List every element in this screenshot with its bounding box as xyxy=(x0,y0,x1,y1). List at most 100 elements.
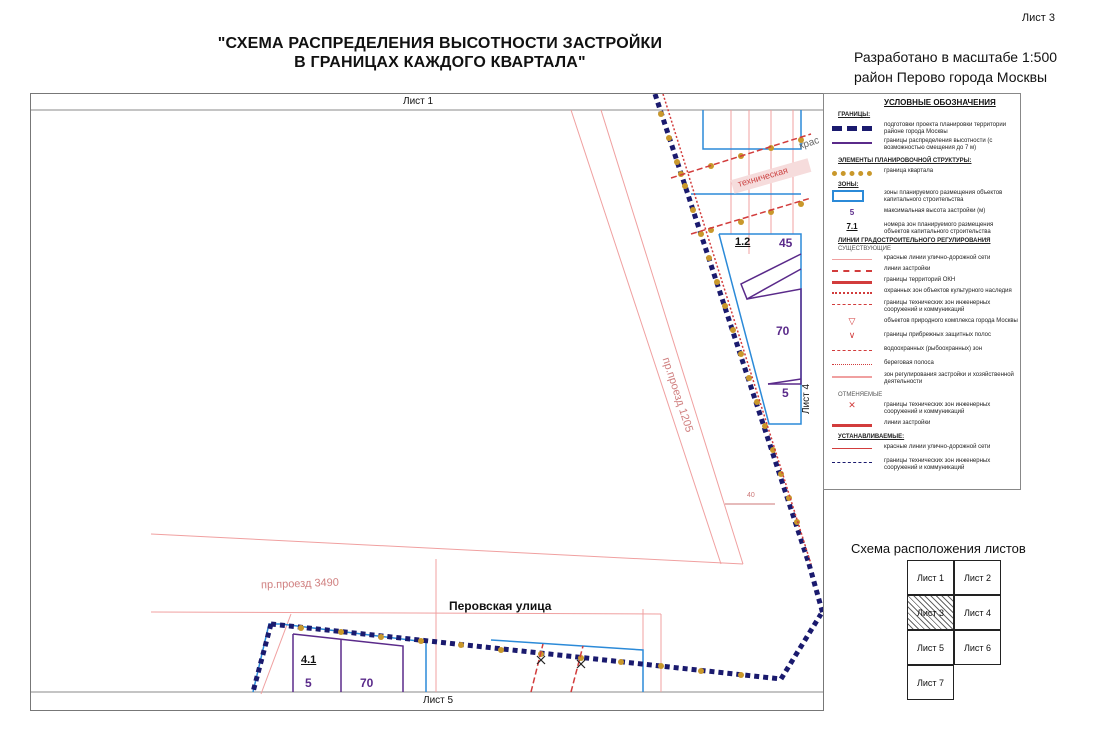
title-line-2: В ГРАНИЦАХ КАЖДОГО КВАРТАЛА" xyxy=(294,54,586,71)
right-sheet-label[interactable]: Лист 4 xyxy=(801,383,812,414)
scale-note: Разработано в масштабе 1:500 район Перов… xyxy=(854,47,1057,87)
legend-row-l8: водоохранных (рыбоохранных) зон xyxy=(824,346,1020,360)
legend-text-s1: красные линии улично-дорожной сети xyxy=(884,444,991,450)
max-height-symbol: 5 xyxy=(849,208,855,217)
regulation-zone-symbol xyxy=(832,376,872,378)
legend-text-l10: зон регулирования застройки и хозяйствен… xyxy=(884,372,1014,385)
sheet-number: Лист 3 xyxy=(1021,12,1055,24)
legend-row-block-border: граница квартала xyxy=(824,168,1020,182)
water-zone-symbol xyxy=(832,350,872,351)
legend-panel: УСЛОВНЫЕ ОБОЗНАЧЕНИЯ ГРАНИЦЫ: подготовки… xyxy=(823,93,1021,490)
zone-5-height: 5 xyxy=(782,386,789,400)
scale-line-1: Разработано в масштабе 1:500 xyxy=(854,49,1058,65)
zone-70-height: 70 xyxy=(776,324,790,338)
legend-row-l5: границы технических зон инженерных соору… xyxy=(824,300,1020,314)
legend-text-z1: зоны планируемого размещения объектов ка… xyxy=(884,190,1003,203)
legend-text-z2: максимальная высота застройки (м) xyxy=(884,208,986,214)
legend-sub-existing: СУЩЕСТВУЮЩИЕ xyxy=(838,246,891,252)
top-sheet-label[interactable]: Лист 1 xyxy=(403,96,434,107)
legend-section-lines: ЛИНИИ ГРАДОСТРОИТЕЛЬНОГО РЕГУЛИРОВАНИЯ xyxy=(838,238,991,244)
legend-row-l1: красные линии улично-дорожной сети xyxy=(824,255,1020,269)
bottom-sheet-label[interactable]: Лист 5 xyxy=(423,695,454,706)
legend-text-c1: границы технических зон инженерных соору… xyxy=(884,402,991,415)
legend-row-l4: охранных зон объектов культурного наслед… xyxy=(824,288,1020,302)
legend-text-l4: охранных зон объектов культурного наслед… xyxy=(884,288,1012,294)
key-cell-sheet-4[interactable]: Лист 4 xyxy=(954,595,1001,630)
legend-row-c1: ✕ границы технических зон инженерных соо… xyxy=(824,400,1020,416)
planning-border-symbol xyxy=(832,126,872,131)
new-tech-zone-symbol xyxy=(832,462,872,463)
legend-row-max-height: 5 максимальная высота застройки (м) xyxy=(824,208,1020,222)
legend-row-zone: зоны планируемого размещения объектов ка… xyxy=(824,190,1020,204)
nature-complex-symbol: ▽ xyxy=(848,316,856,326)
zone-1-2-id: 1.2 xyxy=(735,236,751,248)
protection-zone-symbol xyxy=(832,292,872,294)
legend-text-l3: границы территорий ОКН xyxy=(884,277,956,283)
legend-row-l10: зон регулирования застройки и хозяйствен… xyxy=(824,372,1020,386)
legend-section-borders: ГРАНИЦЫ: xyxy=(838,112,871,118)
legend-text-l1: красные линии улично-дорожной сети xyxy=(884,255,991,261)
legend-row-l7: ∨ границы прибрежных защитных полос xyxy=(824,330,1020,346)
map-drawing xyxy=(31,94,823,695)
block-boundary-dots xyxy=(298,111,804,678)
zone-1-2-height: 45 xyxy=(779,236,793,250)
key-cell-sheet-7[interactable]: Лист 7 xyxy=(907,665,954,700)
coastal-strip-symbol: ∨ xyxy=(848,330,856,340)
legend-text-l6: объектов природного комплекса города Мос… xyxy=(884,318,1018,324)
title-line-1: "СХЕМА РАСПРЕДЕЛЕНИЯ ВЫСОТНОСТИ ЗАСТРОЙК… xyxy=(217,35,663,52)
key-cell-sheet-2[interactable]: Лист 2 xyxy=(954,560,1001,595)
legend-row-l6: ▽ объектов природного комплекса города М… xyxy=(824,316,1020,332)
zone-4-1-height-a: 5 xyxy=(305,676,312,690)
legend-text-s2: границы технических зон инженерных соору… xyxy=(884,458,991,471)
okn-border-symbol xyxy=(832,281,872,284)
key-cell-sheet-6[interactable]: Лист 6 xyxy=(954,630,1001,665)
map-area[interactable]: Лист 1 Лист 5 Лист 4 Перовская улица пр.… xyxy=(30,93,824,711)
tech-zone-symbol xyxy=(832,304,872,305)
legend-text-l8: водоохранных (рыбоохранных) зон xyxy=(884,346,983,352)
dimension-label: 40 xyxy=(747,492,755,499)
legend-row-zone-number: 7.1 номера зон планируемого размещения о… xyxy=(824,222,1020,236)
cancelled-building-line-symbol xyxy=(832,424,872,427)
legend-text-l2: линии застройки xyxy=(884,266,931,272)
zone-4-1-id: 4.1 xyxy=(301,654,317,666)
legend-text-c2: линии застройки xyxy=(884,420,931,426)
scale-line-2: район Перово города Москвы xyxy=(854,69,1048,85)
key-cell-sheet-3[interactable]: Лист 3 xyxy=(907,595,954,630)
key-cell-sheet-1[interactable]: Лист 1 xyxy=(907,560,954,595)
legend-text-e1: граница квартала xyxy=(884,168,934,174)
zone-number-symbol: 7.1 xyxy=(846,222,858,231)
legend-row-s1: красные линии улично-дорожной сети xyxy=(824,444,1020,458)
building-lines xyxy=(530,94,812,693)
new-red-line-symbol xyxy=(832,448,872,449)
zone-4-1-height-b: 70 xyxy=(360,676,374,690)
legend-text-b2: границы распределения высотности (с возм… xyxy=(884,138,993,151)
legend-row-height-border: границы распределения высотности (с возм… xyxy=(824,138,1020,152)
legend-text-b1: подготовки проекта планировки территории… xyxy=(884,122,1007,135)
red-line-symbol xyxy=(832,259,872,260)
page-title: "СХЕМА РАСПРЕДЕЛЕНИЯ ВЫСОТНОСТИ ЗАСТРОЙК… xyxy=(190,34,690,72)
legend-text-l9: береговая полоса xyxy=(884,360,934,366)
building-line-symbol xyxy=(832,270,872,272)
legend-row-l3: границы территорий ОКН xyxy=(824,277,1020,291)
height-border-symbol xyxy=(832,142,872,144)
sheet-key-title: Схема расположения листов xyxy=(851,541,1026,556)
zone-symbol xyxy=(832,190,864,202)
legend-text-z3: номера зон планируемого размещения объек… xyxy=(884,222,994,235)
height-zone-outlines xyxy=(292,253,802,692)
legend-sub-cancelled: ОТМЕНЯЕМЫЕ xyxy=(838,392,883,398)
key-cell-sheet-5[interactable]: Лист 5 xyxy=(907,630,954,665)
legend-row-s2: границы технических зон инженерных соору… xyxy=(824,458,1020,472)
cancelled-tech-zone-symbol: ✕ xyxy=(848,400,856,410)
legend-heading: УСЛОВНЫЕ ОБОЗНАЧЕНИЯ xyxy=(884,98,996,107)
legend-text-l7: границы прибрежных защитных полос xyxy=(884,332,992,338)
legend-sub-established: УСТАНАВЛИВАЕМЫЕ: xyxy=(838,434,905,440)
legend-row-planning-border: подготовки проекта планировки территории… xyxy=(824,122,1020,136)
sheet-key: Лист 1 Лист 2 Лист 3 Лист 4 Лист 5 Лист … xyxy=(907,560,1003,706)
legend-section-elements: ЭЛЕМЕНТЫ ПЛАНИРОВОЧНОЙ СТРУКТУРЫ: xyxy=(838,158,972,164)
legend-row-c2: линии застройки xyxy=(824,420,1020,434)
legend-text-l5: границы технических зон инженерных соору… xyxy=(884,300,991,313)
legend-section-zones: ЗОНЫ: xyxy=(838,182,859,188)
tech-strip xyxy=(730,158,812,194)
legend-row-l2: линии застройки xyxy=(824,266,1020,280)
block-border-symbol xyxy=(832,171,872,176)
